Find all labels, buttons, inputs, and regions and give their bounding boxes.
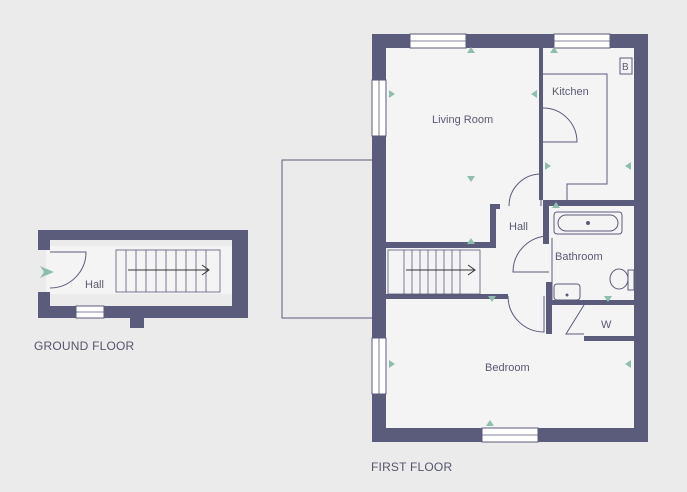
kitchen-label: Kitchen — [552, 86, 589, 98]
wall — [546, 300, 634, 305]
wall — [543, 200, 549, 244]
void-outline — [281, 159, 374, 319]
wall — [386, 294, 508, 299]
boiler — [619, 57, 633, 75]
door-swing — [508, 173, 542, 207]
wall — [386, 242, 494, 248]
door-swing — [565, 304, 585, 335]
hall-label: Hall — [509, 221, 528, 233]
first-floor-caption: FIRST FLOOR — [371, 460, 452, 474]
bathroom-label: Bathroom — [555, 251, 603, 263]
wall-bathroom-top — [543, 200, 634, 206]
basin — [553, 283, 581, 301]
door-swing — [512, 235, 550, 273]
ground-hall-label: Hall — [85, 279, 104, 291]
wardrobe-label: W — [601, 319, 612, 331]
bathtub-inner — [557, 214, 619, 232]
kitchen-counter — [543, 73, 608, 200]
wall — [130, 306, 144, 328]
ground-floor-caption: GROUND FLOOR — [34, 339, 135, 353]
wall — [490, 204, 500, 209]
staircase — [387, 249, 481, 295]
wall-kitchen — [539, 48, 543, 200]
wall — [584, 336, 634, 341]
door-swing — [542, 107, 578, 143]
entrance-arrow-icon — [40, 266, 54, 278]
wall-right — [634, 34, 648, 442]
wall — [38, 230, 248, 240]
staircase — [115, 249, 221, 293]
living-room-label: Living Room — [432, 114, 493, 126]
toilet-cistern — [627, 269, 635, 291]
bedroom-label: Bedroom — [485, 362, 530, 374]
boiler-label: B — [622, 62, 629, 73]
wall — [232, 230, 248, 306]
bathtub — [553, 211, 623, 235]
dimension-markers — [389, 47, 631, 426]
door-swing — [507, 295, 545, 333]
first-floor-area — [386, 48, 634, 430]
wall — [490, 204, 496, 248]
door-swing — [49, 251, 87, 289]
wall — [546, 282, 552, 334]
first-floor-plan: B — [281, 33, 648, 474]
ground-floor-plan: Hall GROUND FLOOR — [34, 230, 248, 353]
